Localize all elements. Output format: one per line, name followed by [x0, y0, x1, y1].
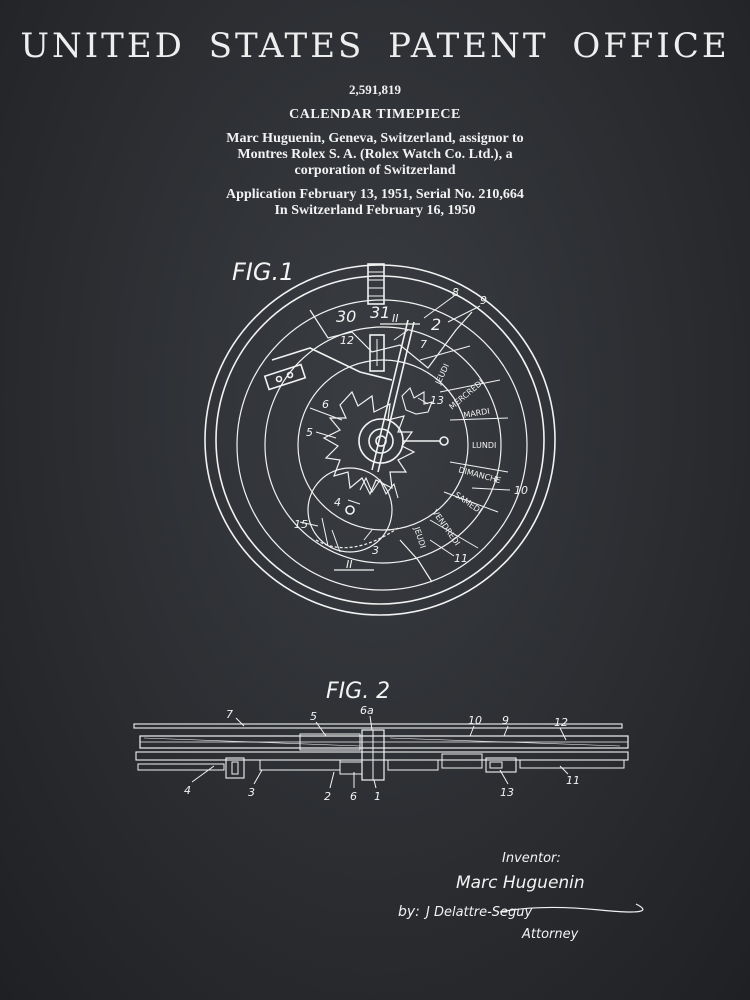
- weekday-mercredi: MERCREDI: [448, 378, 486, 412]
- ref-15: 15: [294, 518, 308, 531]
- fig2-ref-2: 2: [324, 790, 331, 803]
- fig2-ref-3: 3: [248, 786, 255, 799]
- ref-9: 9: [480, 294, 487, 307]
- fig2-ref-12: 12: [554, 716, 568, 729]
- ref-7: 7: [420, 338, 427, 351]
- section-mark-top: II: [392, 312, 399, 325]
- signature-block: Inventor: Marc Huguenin by: J Delattre-S…: [398, 851, 644, 942]
- attorney-label: Attorney: [521, 927, 579, 942]
- assignor-line: Montres Rolex S. A. (Rolex Watch Co. Ltd…: [237, 147, 513, 162]
- ref-13: 13: [430, 394, 444, 407]
- attorney-signature: J Delattre-Seguy: [423, 905, 533, 920]
- fig2-ref-6a: 6a: [360, 704, 374, 717]
- office-title: UNITED STATES PATENT OFFICE: [20, 26, 730, 66]
- ref-6: 6: [322, 398, 329, 411]
- weekday-lundi: LUNDI: [472, 441, 496, 450]
- fig1-watch-movement: 30 31 2 II II: [204, 263, 556, 616]
- date-2: 2: [431, 315, 441, 334]
- assignor-line: corporation of Switzerland: [294, 163, 456, 178]
- application-line: In Switzerland February 16, 1950: [274, 203, 476, 218]
- section-mark-bottom: II: [346, 558, 353, 571]
- by-label: by:: [398, 904, 420, 920]
- ref-8: 8: [452, 286, 459, 299]
- application-line: Application February 13, 1951, Serial No…: [226, 187, 524, 202]
- fig2-ref-7: 7: [226, 708, 233, 721]
- ref-3: 3: [372, 544, 379, 557]
- patent-header: 2,591,819 CALENDAR TIMEPIECE Marc Huguen…: [0, 82, 750, 219]
- ref-5: 5: [306, 426, 313, 439]
- fig2-cross-section: [133, 723, 629, 781]
- fig2-ref-13: 13: [500, 786, 514, 799]
- ref-4: 4: [334, 496, 341, 509]
- date-30: 30: [336, 307, 356, 326]
- patent-number: 2,591,819: [349, 82, 401, 97]
- assignor-line: Marc Huguenin, Geneva, Switzerland, assi…: [226, 131, 524, 146]
- fig2-ref-1: 1: [374, 790, 381, 803]
- ref-11: 11: [454, 552, 468, 565]
- weekday-vendredi: VENDREDI: [430, 508, 461, 547]
- weekday-samedi: SAMEDI: [453, 490, 484, 515]
- inventor-name: Marc Huguenin: [456, 873, 585, 893]
- fig2-ref-11: 11: [566, 774, 580, 787]
- ref-12: 12: [340, 334, 354, 347]
- fig2-ref-6: 6: [350, 790, 357, 803]
- application-block: Application February 13, 1951, Serial No…: [0, 187, 750, 219]
- fig2-ref-4: 4: [184, 784, 191, 797]
- fig2-ref-9: 9: [502, 714, 509, 727]
- patent-title: CALENDAR TIMEPIECE: [289, 107, 461, 122]
- weekday-mardi: MARDI: [463, 407, 491, 420]
- date-31: 31: [370, 303, 390, 322]
- weekday-dimanche: DIMANCHE: [457, 465, 501, 485]
- weekday-jeudi-top: JEUDI: [433, 362, 451, 386]
- fig1-caption: FIG.1: [232, 258, 294, 286]
- ref-10: 10: [514, 484, 528, 497]
- fig2-ref-10: 10: [468, 714, 482, 727]
- fig2-ref-5: 5: [310, 710, 317, 723]
- fig2-caption: FIG. 2: [326, 679, 390, 704]
- assignor-block: Marc Huguenin, Geneva, Switzerland, assi…: [0, 131, 750, 179]
- weekday-jeudi-bottom: JEUDI: [412, 525, 428, 549]
- inventor-label: Inventor:: [502, 851, 561, 866]
